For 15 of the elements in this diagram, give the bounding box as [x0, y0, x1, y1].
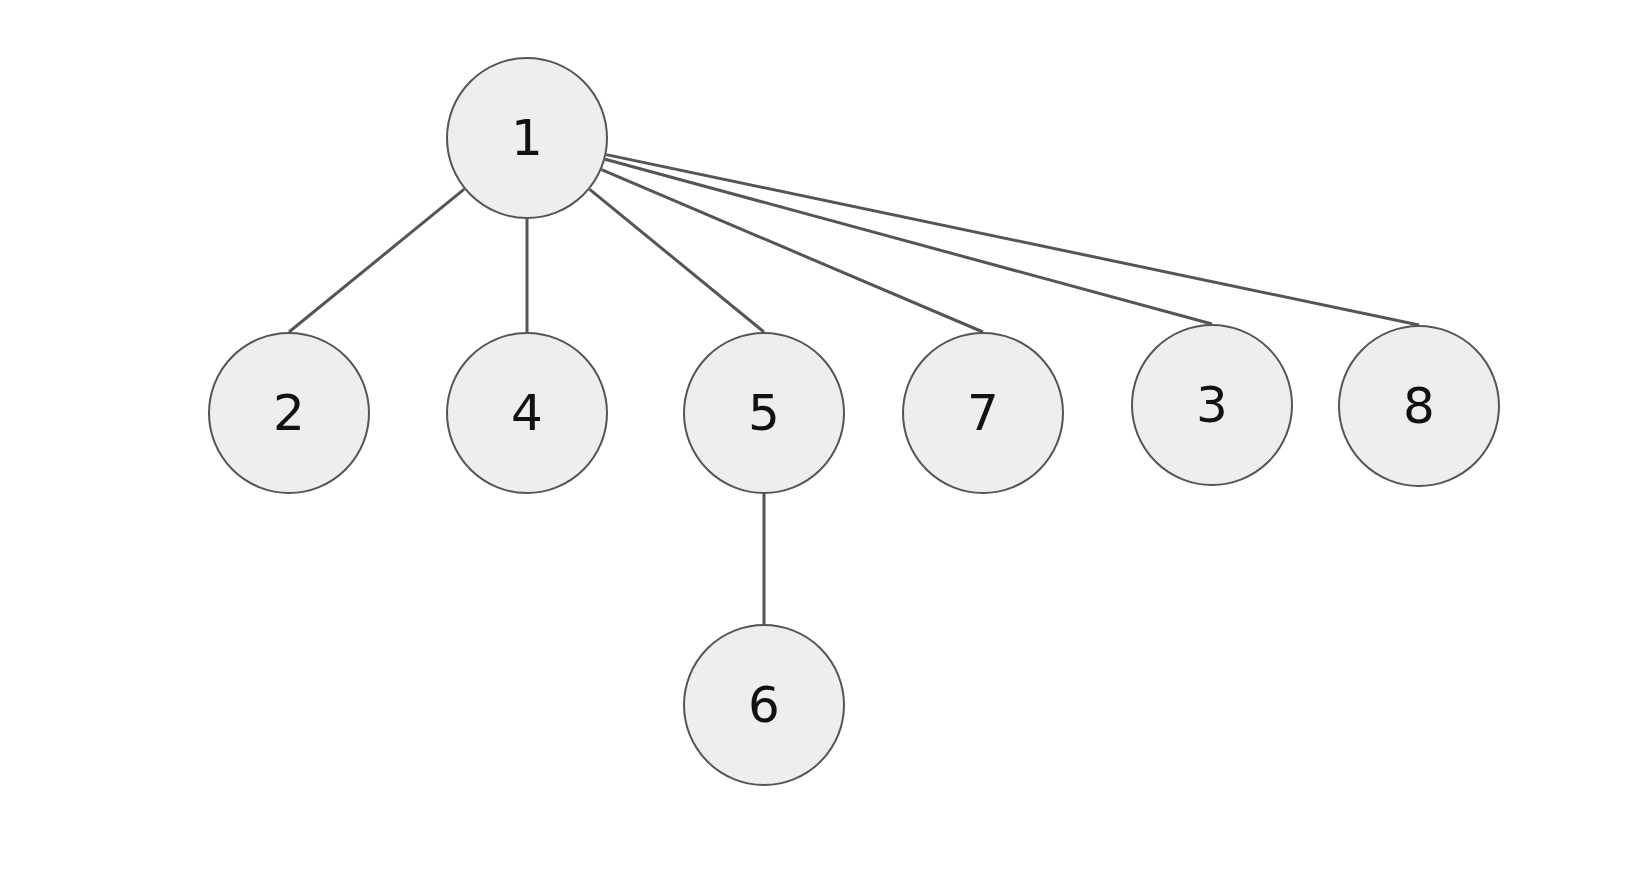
node-number: 7	[967, 388, 999, 438]
connector-line	[604, 157, 1213, 326]
node-number: 6	[748, 680, 780, 730]
connector-line	[288, 188, 466, 334]
connector-line	[588, 188, 765, 334]
node-number: 2	[273, 388, 305, 438]
node-number: 3	[1196, 380, 1228, 430]
connector-line	[762, 494, 766, 624]
node-number: 5	[748, 388, 780, 438]
connector-line	[605, 153, 1420, 327]
connector-line	[600, 168, 984, 334]
node-number: 8	[1403, 381, 1435, 431]
node-number: 1	[511, 113, 543, 163]
node-number: 4	[511, 388, 543, 438]
connector-line	[525, 219, 529, 332]
